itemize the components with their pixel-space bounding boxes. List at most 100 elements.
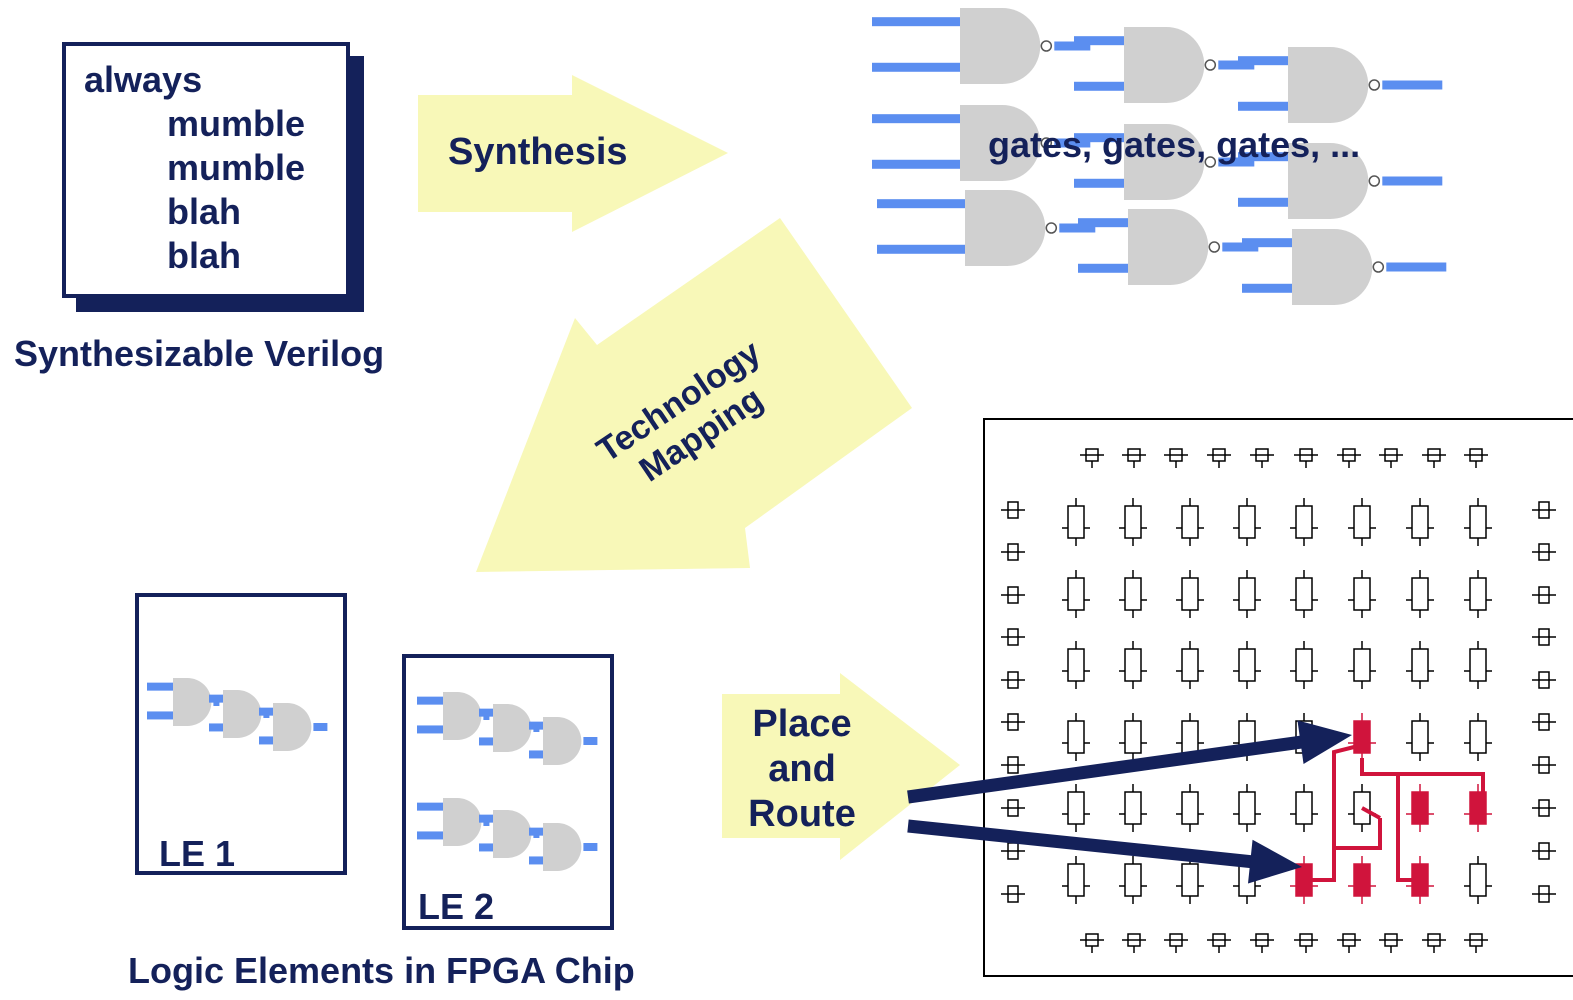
- output-wire: [583, 843, 598, 851]
- io-pad-top: [1422, 448, 1446, 468]
- logic-cell: [1348, 570, 1376, 618]
- io-pad-right: [1532, 885, 1556, 903]
- io-pad-right: [1532, 756, 1556, 774]
- input-wire: [1238, 152, 1292, 162]
- logic-cell: [1176, 784, 1204, 832]
- logic-cell: [1406, 713, 1434, 761]
- input-wire: [259, 707, 277, 716]
- logic-cell: [1290, 570, 1318, 618]
- inverter-bubble: [1204, 59, 1217, 71]
- input-wire: [1238, 197, 1292, 207]
- io-pad-bottom: [1164, 933, 1188, 953]
- inverter-bubble: [1040, 137, 1053, 149]
- io-pad-left: [1001, 586, 1025, 604]
- and-gate-body: [443, 692, 482, 740]
- output-wire: [583, 737, 598, 745]
- logic-cell: [1348, 641, 1376, 689]
- and-gate-body: [1124, 124, 1205, 200]
- input-wire: [1074, 178, 1128, 188]
- inverter-bubble: [1368, 175, 1381, 187]
- logic-cell: [1233, 641, 1261, 689]
- network-and-gate: [1238, 143, 1443, 219]
- logic-cell: [1348, 498, 1376, 546]
- inverter-bubble: [1045, 222, 1058, 234]
- output-wire: [1382, 80, 1443, 90]
- io-pad-left: [1001, 671, 1025, 689]
- logic-element-1: LE 1: [135, 593, 347, 875]
- gate-network: [872, 8, 1447, 305]
- logic-cell: [1464, 713, 1492, 761]
- input-wire: [1074, 36, 1128, 46]
- input-wire: [479, 737, 497, 746]
- fpga-chip-grid: [907, 448, 1556, 953]
- io-pad-top: [1164, 448, 1188, 468]
- io-pad-left: [1001, 543, 1025, 561]
- place-route-arrow: [722, 673, 960, 860]
- logic-element-2: LE 2: [402, 654, 614, 930]
- input-wire: [417, 831, 447, 840]
- and-gate-body: [965, 190, 1046, 266]
- io-pad-right: [1532, 842, 1556, 860]
- input-wire: [209, 694, 227, 703]
- network-and-gate: [877, 190, 1096, 266]
- io-pad-right: [1532, 586, 1556, 604]
- and-gate-body: [443, 798, 482, 846]
- network-and-gate: [872, 105, 1091, 181]
- logic-cell: [1406, 641, 1434, 689]
- and-gate-body: [273, 703, 312, 751]
- input-wire: [529, 721, 547, 730]
- output-wire: [1386, 262, 1447, 272]
- logic-cell: [1176, 570, 1204, 618]
- io-pad-bottom: [1464, 933, 1488, 953]
- logic-cell: [1290, 498, 1318, 546]
- input-wire: [147, 682, 177, 691]
- and-gate-body: [1292, 229, 1373, 305]
- input-wire: [417, 802, 447, 811]
- input-wire: [872, 114, 964, 124]
- verilog-code-box: always mumble mumble blah blah: [62, 42, 350, 298]
- io-pad-top: [1122, 448, 1146, 468]
- logic-cell: [1406, 498, 1434, 546]
- le2-label: LE 2: [418, 886, 495, 927]
- place-route-label: Place and Route: [740, 702, 864, 836]
- output-wire: [1054, 41, 1091, 51]
- logic-cell: [1464, 498, 1492, 546]
- output-wire: [1059, 223, 1096, 233]
- logic-cell: [1062, 784, 1090, 832]
- io-pad-top: [1080, 448, 1104, 468]
- input-wire: [1242, 238, 1296, 248]
- io-pad-left: [1001, 799, 1025, 817]
- input-wire: [209, 723, 227, 732]
- logic-cell: [1062, 713, 1090, 761]
- verilog-line-blah-1: blah: [167, 191, 242, 232]
- and-gate-body: [960, 105, 1041, 181]
- io-pad-top: [1250, 448, 1274, 468]
- io-pad-left: [1001, 756, 1025, 774]
- input-wire: [1074, 133, 1128, 143]
- place-route-pointer-arrow-2: [907, 819, 1302, 884]
- logic-cell: [1176, 641, 1204, 689]
- logic-cell: [1290, 641, 1318, 689]
- input-wire: [479, 708, 497, 717]
- verilog-line-mumble-1: mumble: [167, 103, 306, 144]
- network-and-gate: [1242, 229, 1447, 305]
- io-pad-right: [1532, 799, 1556, 817]
- io-pad-right: [1532, 713, 1556, 731]
- logic-cell: [1062, 641, 1090, 689]
- inverter-bubble: [1208, 241, 1221, 253]
- io-pad-right: [1532, 628, 1556, 646]
- input-wire: [529, 750, 547, 759]
- synthesis-label: Synthesis: [448, 131, 628, 173]
- io-pad-left: [1001, 628, 1025, 646]
- logic-elements-caption: Logic Elements in FPGA Chip: [128, 950, 635, 991]
- io-pad-bottom: [1422, 933, 1446, 953]
- output-wire: [1222, 242, 1259, 252]
- and-gate-body: [1288, 143, 1369, 219]
- io-pad-bottom: [1250, 933, 1274, 953]
- input-wire: [872, 17, 964, 27]
- and-gate-body: [173, 678, 212, 726]
- place-route-line-3: Route: [748, 792, 856, 835]
- input-wire: [147, 711, 177, 720]
- le1-label: LE 1: [159, 833, 236, 874]
- io-pad-bottom: [1379, 933, 1403, 953]
